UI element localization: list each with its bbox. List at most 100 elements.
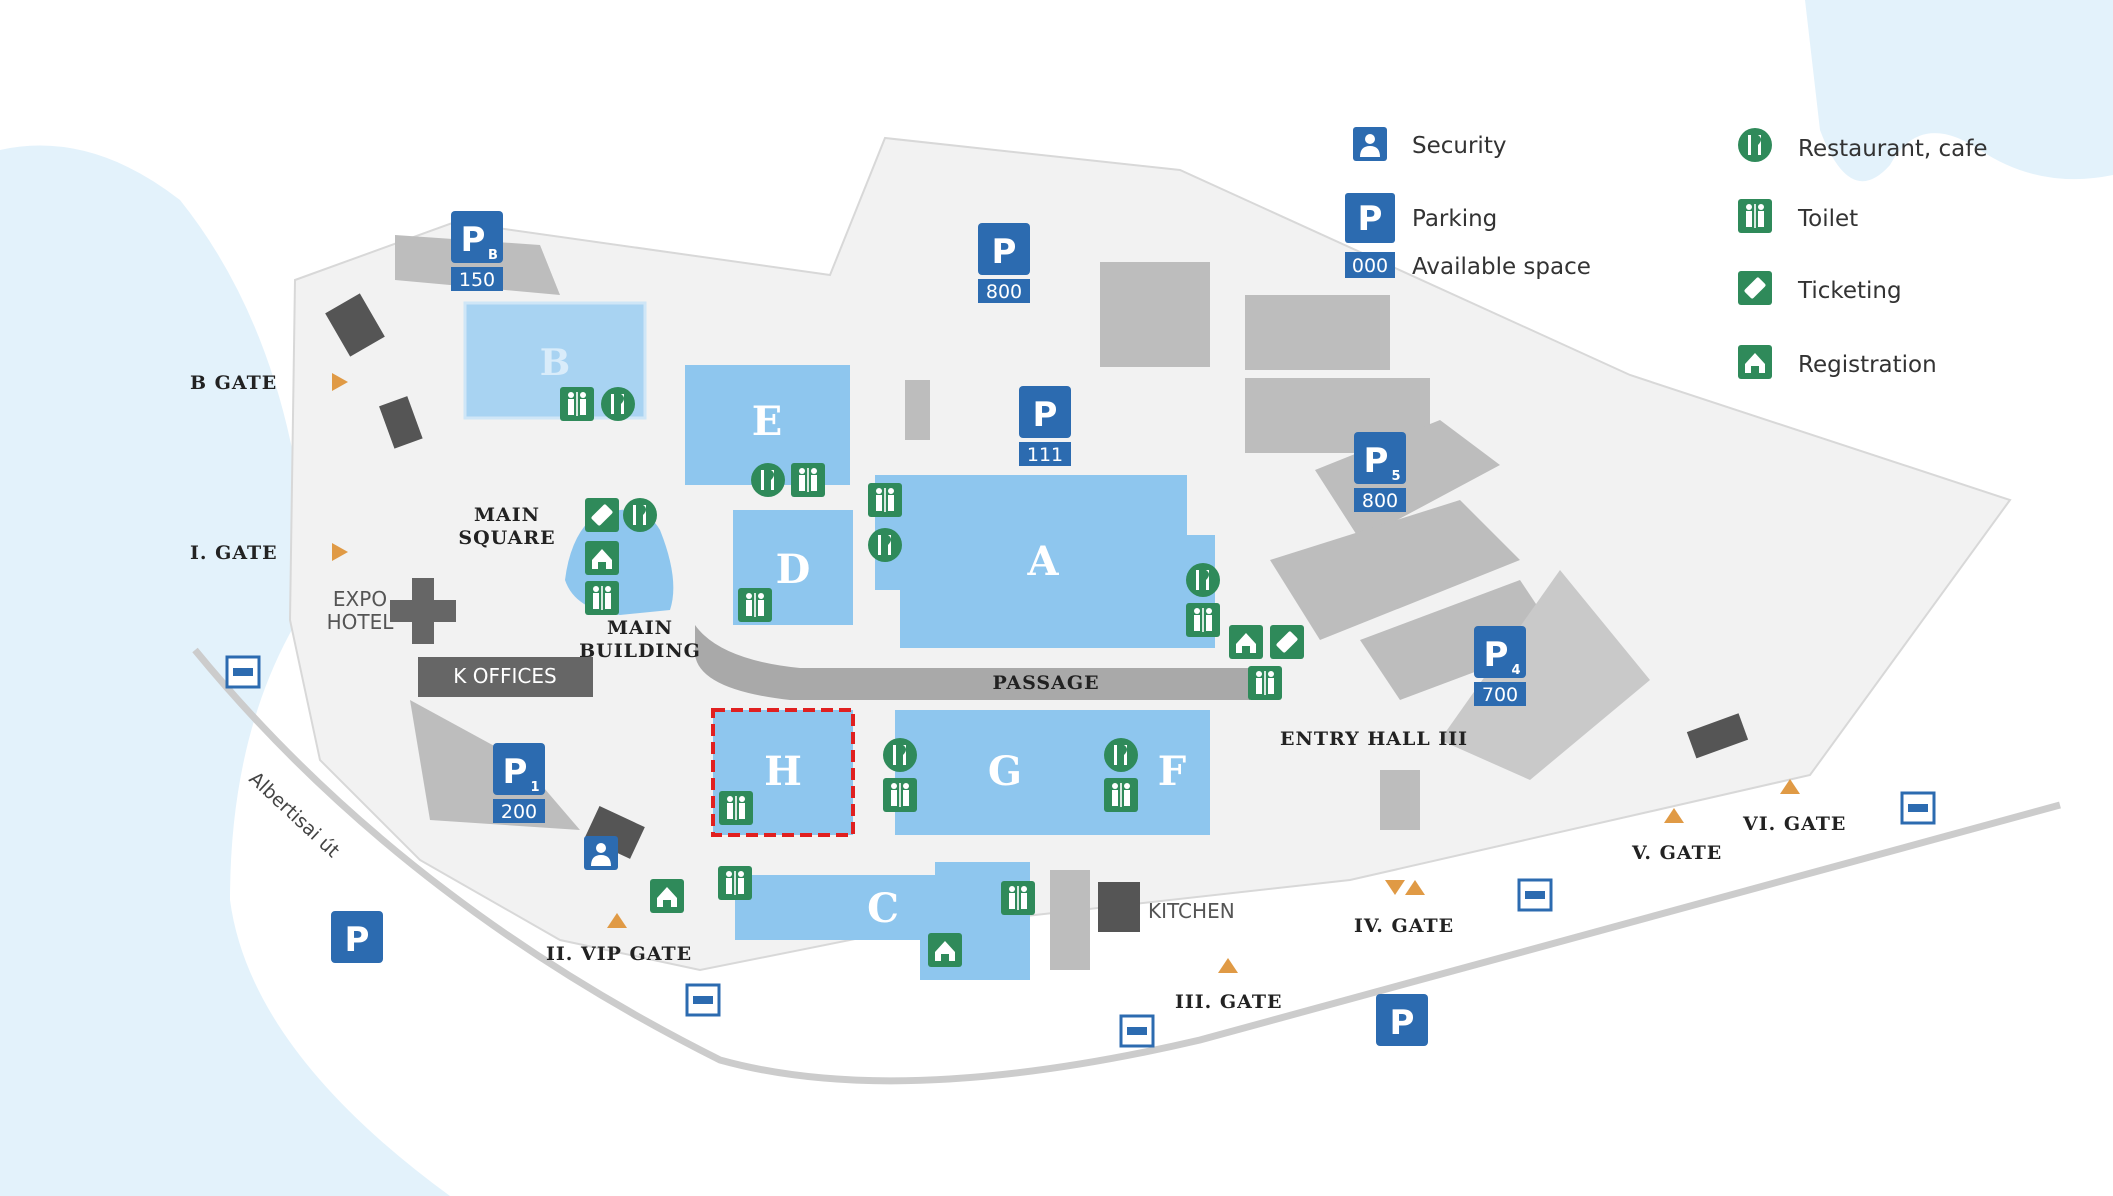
expo-hotel-building: [390, 578, 456, 644]
building-dark-3: [1686, 713, 1749, 759]
gate-label-b: B GATE: [190, 372, 277, 394]
legend-registration: Registration: [1798, 352, 1937, 378]
kitchen-label: KITCHEN: [1148, 899, 1235, 923]
expo-hotel-label: EXPO: [333, 587, 387, 611]
hall-label-a: A: [1026, 538, 1059, 585]
restaurant-icon: [751, 463, 785, 497]
registration-icon: [585, 541, 619, 575]
hall-label-d: D: [776, 546, 811, 593]
toilet-icon: [719, 791, 753, 825]
hall-label-b: B: [540, 342, 570, 384]
parking-p-5: P 5 800: [1354, 432, 1406, 512]
parking-signs: P B 150 P 800 P 111 P 5 800 P 4 700 P 1: [331, 211, 1526, 1046]
hall-a: [875, 475, 1215, 648]
main-road: [192, 647, 2061, 1085]
restaurant-icon: [601, 387, 635, 421]
toilet-icon: [560, 387, 594, 421]
toilet-icon: [738, 588, 772, 622]
k-offices-label: K OFFICES: [453, 664, 556, 688]
water-area-top-right: [1805, 0, 2113, 182]
restaurant-icon: [1738, 128, 1772, 162]
toilet-icon: [1104, 778, 1138, 812]
road-label: Albertisai út: [245, 768, 344, 862]
parking-icon: P: [992, 232, 1017, 272]
parking-p-800-top: P 800: [978, 223, 1030, 303]
security-icon: [584, 836, 618, 870]
parking-p-4: P 4 700: [1474, 626, 1526, 706]
legend-toilet: Toilet: [1797, 206, 1858, 232]
gate-arrow-icon: [1218, 958, 1238, 973]
toilet-icon: [1738, 199, 1772, 233]
toilet-icon: [718, 866, 752, 900]
toilet-icon: [1248, 666, 1282, 700]
hall-f: [1130, 710, 1210, 835]
gate-label-ii: II. VIP GATE: [546, 943, 692, 965]
water-area: [0, 145, 450, 1196]
parking-icon: P: [1484, 635, 1509, 675]
parking-icon: P: [1364, 441, 1389, 481]
hall-label-c: C: [867, 885, 899, 932]
hall-label-f: F: [1158, 748, 1186, 795]
security-icon: [1353, 127, 1387, 161]
toilet-icon: [1001, 881, 1035, 915]
parking-icon-letter: P: [1358, 199, 1383, 239]
gate-label-iv: IV. GATE: [1354, 915, 1454, 937]
entry-hall-label: ENTRY HALL III: [1280, 728, 1468, 750]
available-space-box: [1345, 252, 1395, 278]
parking-icon: P: [1390, 1003, 1415, 1043]
toilet-icon: [585, 581, 619, 615]
svg-text:150: 150: [459, 269, 495, 291]
toilet-icon: [791, 463, 825, 497]
registration-icon: [650, 879, 684, 913]
ticketing-icon: [1270, 625, 1304, 659]
restaurant-icon: [883, 738, 917, 772]
parking-p-1: P 1 200: [493, 743, 545, 823]
svg-text:1: 1: [530, 780, 539, 795]
svg-text:111: 111: [1027, 444, 1063, 466]
parking-p-bottom: P: [1376, 994, 1428, 1046]
bus-icon: [1517, 878, 1553, 912]
bus-icon: [225, 655, 261, 689]
main-square-label-2: SQUARE: [458, 527, 555, 549]
legend-available-code: 000: [1352, 255, 1388, 277]
passage-label: PASSAGE: [992, 672, 1099, 694]
parking-icon: P: [1033, 395, 1058, 435]
svg-text:800: 800: [986, 281, 1022, 303]
gate-arrow-icon: [1405, 880, 1425, 895]
building-dark-2: [379, 396, 423, 449]
main-building-label: MAIN: [607, 617, 673, 639]
parking-icon: [1345, 193, 1395, 243]
svg-text:800: 800: [1362, 490, 1398, 512]
kitchen-building: [1098, 882, 1140, 932]
building-dark-1: [325, 293, 385, 357]
svg-text:5: 5: [1391, 469, 1400, 484]
parking-p-b: P B 150: [451, 211, 503, 291]
expo-hotel-label-2: HOTEL: [327, 610, 395, 634]
parking-p-111: P 111: [1019, 386, 1071, 466]
svg-text:200: 200: [501, 801, 537, 823]
hall-label-h: H: [764, 748, 802, 795]
bus-icon: [685, 983, 721, 1017]
parking-icon: P: [461, 220, 486, 260]
bus-icon: [1900, 791, 1936, 825]
gate-arrow-icon: [607, 913, 627, 928]
gate-arrow-icon: [1385, 880, 1405, 895]
toilet-icon: [883, 778, 917, 812]
gate-markers: [332, 373, 1800, 973]
gate-label-vi: VI. GATE: [1742, 813, 1846, 835]
legend-security: Security: [1412, 133, 1506, 159]
bus-icon: [1119, 1014, 1155, 1048]
main-square-label: MAIN: [474, 504, 540, 526]
gate-arrow-icon: [1780, 779, 1800, 794]
gate-arrow-icon: [332, 373, 348, 391]
parking-p-left: P: [331, 911, 383, 963]
ticketing-icon: [1738, 271, 1772, 305]
legend: Security P Parking 000 Available space R…: [1345, 127, 1988, 379]
k-offices: [418, 657, 593, 697]
registration-icon: [928, 933, 962, 967]
toilet-icon: [1186, 603, 1220, 637]
legend-restaurant: Restaurant, cafe: [1798, 136, 1988, 162]
legend-available: Available space: [1412, 254, 1591, 280]
building-dark-4: [584, 806, 645, 859]
